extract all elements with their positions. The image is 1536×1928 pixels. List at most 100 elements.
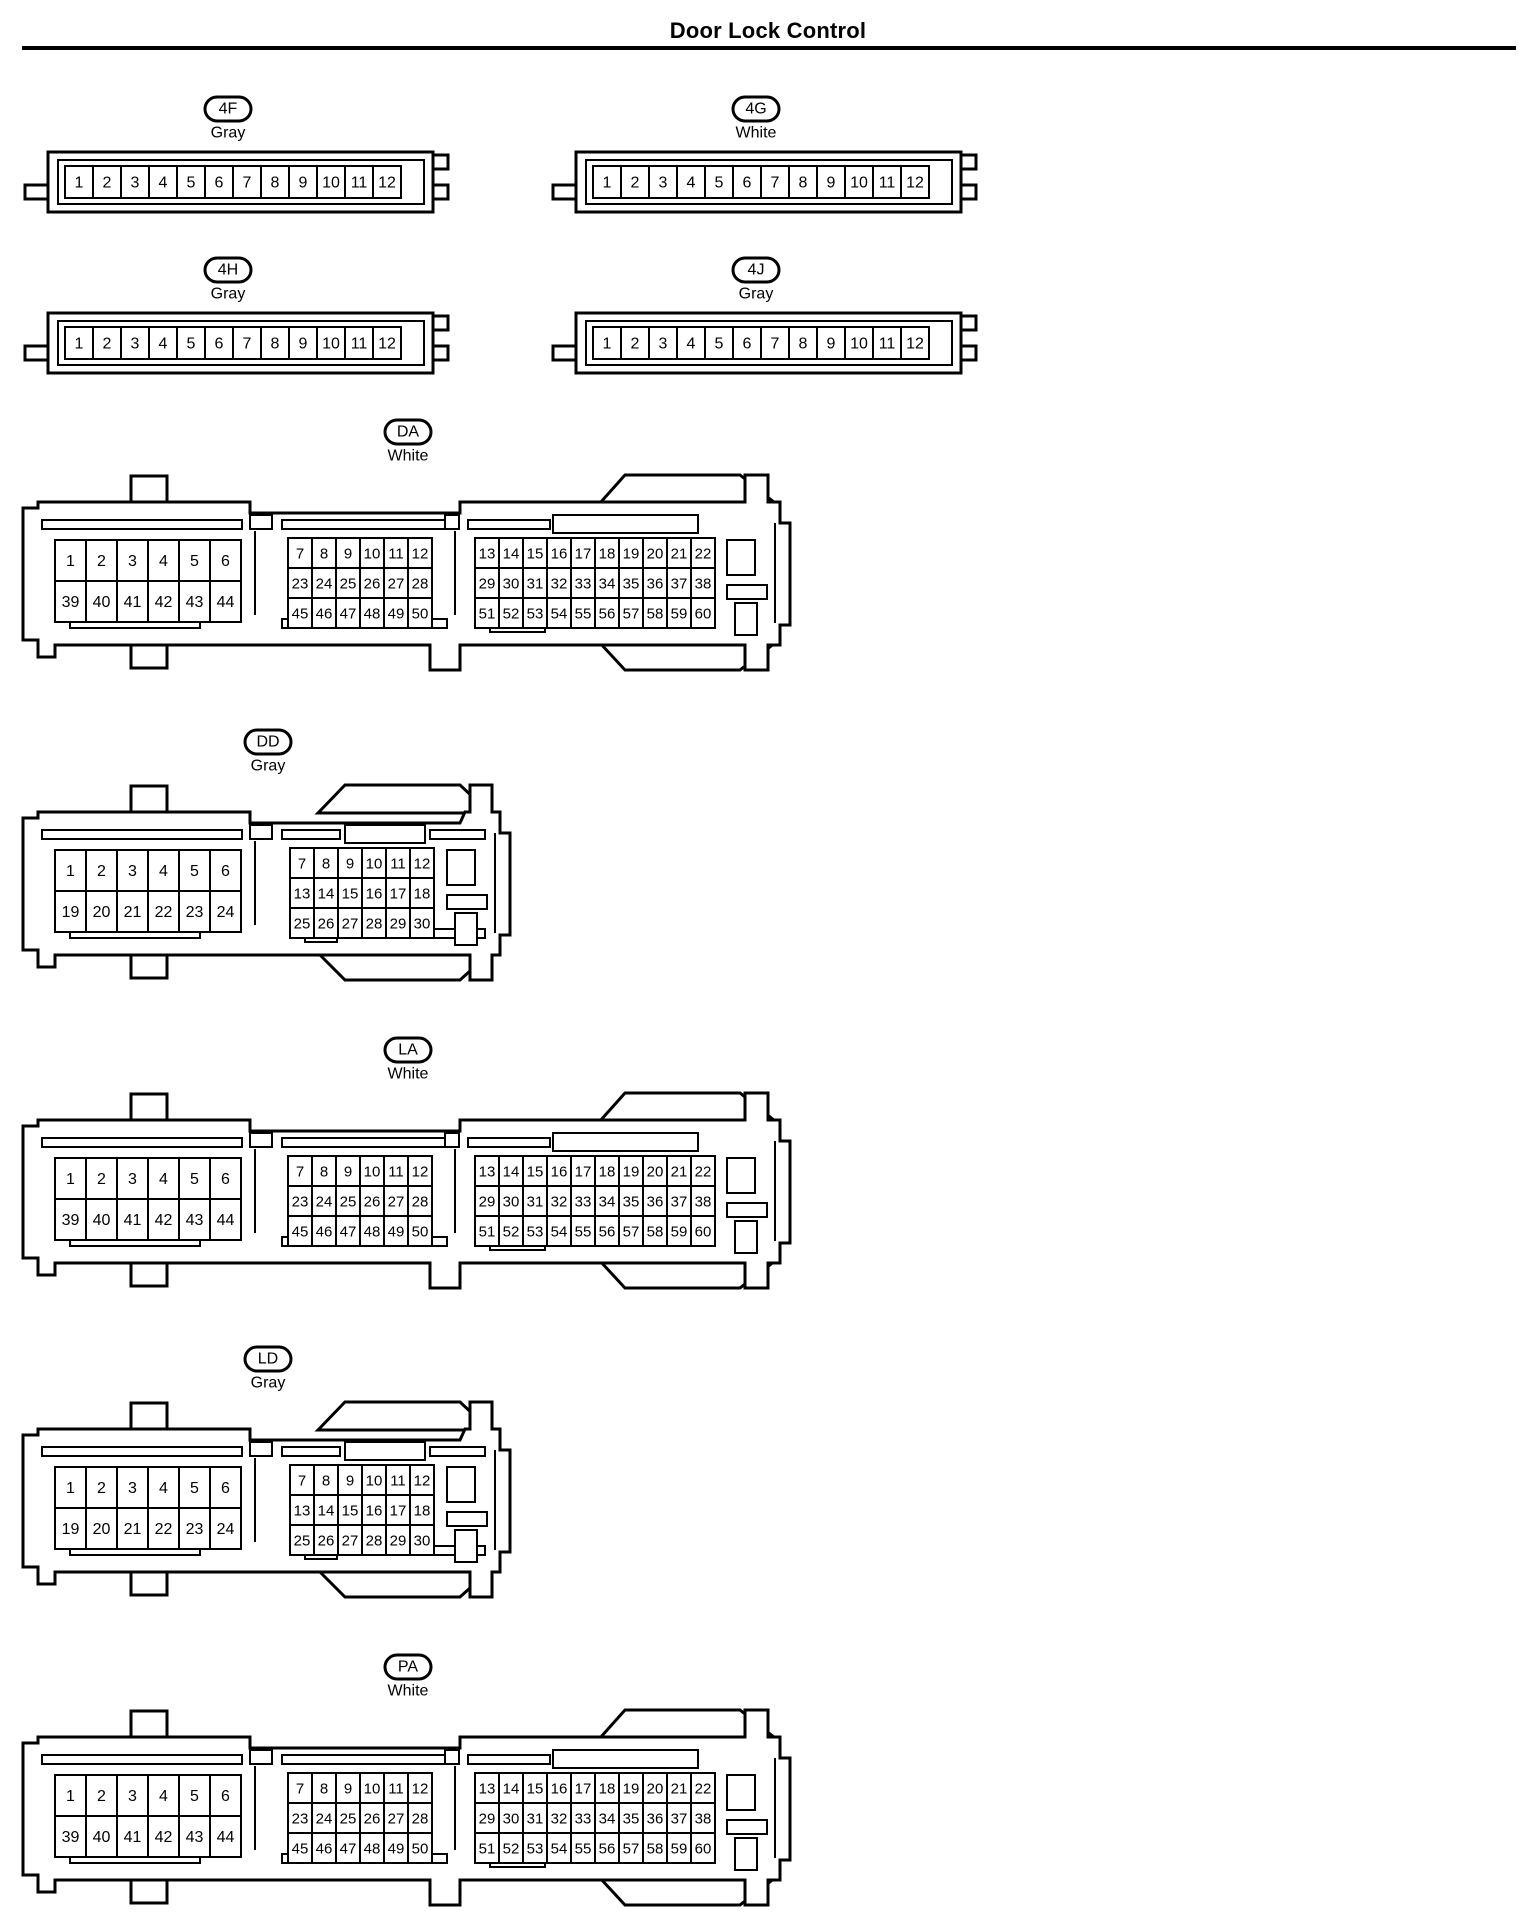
pin-number: 15 [527,546,544,563]
pin-cell [147,1198,180,1241]
pin-cell [407,1185,433,1217]
pin-number: 5 [187,336,196,353]
pin-number: 10 [364,1164,381,1181]
pin-number: 55 [575,1841,592,1858]
pin-number: 28 [412,576,429,593]
pin-cell [642,597,668,629]
pin-cell [361,847,387,879]
pin-number: 2 [631,175,640,192]
pin-number: 58 [647,1841,664,1858]
pin-number: 10 [366,856,383,873]
connector-latch [314,1568,494,1599]
pin-cell [522,1802,548,1834]
connector-id-label: DD [256,734,279,751]
pin-number: 60 [695,1224,712,1241]
pin-number: 3 [131,336,140,353]
pin-cell [287,1832,313,1864]
connector-color-label: Gray [211,286,246,303]
pin-number: 8 [320,1781,328,1798]
pin-number: 30 [503,576,520,593]
pin-cell [666,1185,692,1217]
pin-number: 41 [124,1212,142,1229]
pin-number: 34 [599,576,616,593]
pin-number: 1 [603,336,612,353]
pin-cell [178,1507,211,1550]
pin-number: 6 [221,863,230,880]
pin-number: 31 [527,1811,544,1828]
pin-cell [474,537,500,569]
pin-number: 24 [217,1521,235,1538]
pin-number: 1 [66,1788,75,1805]
pin-number: 14 [318,886,335,903]
pin-number: 9 [346,1473,354,1490]
pin-number: 35 [623,576,640,593]
pin-number: 12 [906,175,924,192]
pin-cell [54,1198,87,1241]
connector-rail [281,1446,341,1457]
pin-cell [690,1215,716,1247]
connector-divider [444,1749,460,1765]
pin-number: 50 [412,1841,429,1858]
pin-cell [54,1157,87,1200]
pin-number: 4 [159,175,168,192]
pin-cell [690,1155,716,1187]
pin-number: 4 [159,863,168,880]
pin-number: 47 [340,1841,357,1858]
pin-number: 9 [344,1164,352,1181]
pin-cell [474,1215,500,1247]
pin-cell [54,890,87,933]
pin-number: 20 [93,1521,111,1538]
connector-id-badge [203,95,253,123]
pin-number: 9 [827,175,836,192]
pin-cell [407,1802,433,1834]
pin-number: 7 [243,336,252,353]
pin-number: 31 [527,1194,544,1211]
pin-cell [92,165,122,199]
connector-rail [344,824,426,844]
pin-cell [407,1772,433,1804]
pin-number: 26 [318,916,335,933]
pin-number: 22 [695,546,712,563]
connector-divider [249,1441,273,1457]
pin-cell [85,1507,118,1550]
pin-cell [116,1157,149,1200]
pin-number: 57 [623,1224,640,1241]
pin-cell [85,1198,118,1241]
pin-cell [335,597,361,629]
pin-cell [344,165,374,199]
pin-number: 47 [340,606,357,623]
pin-number: 19 [623,1164,640,1181]
pin-number: 1 [66,1480,75,1497]
pin-number: 56 [599,1841,616,1858]
pin-cell [760,165,790,199]
pin-cell [474,1155,500,1187]
pin-number: 3 [128,1171,137,1188]
pin-number: 7 [298,1473,306,1490]
pin-number: 27 [388,1811,405,1828]
pin-number: 26 [364,1194,381,1211]
pin-number: 21 [671,1164,688,1181]
pin-cell [642,1772,668,1804]
pin-number: 28 [366,916,383,933]
pin-number: 49 [388,1224,405,1241]
pin-number: 42 [155,594,173,611]
pin-number: 50 [412,606,429,623]
pin-number: 19 [623,1781,640,1798]
connector-rail [467,1754,551,1765]
pin-cell [407,567,433,599]
pin-number: 29 [479,1811,496,1828]
connector-id-label: LD [258,1351,278,1368]
connector-lock [734,1220,758,1254]
connector-key [129,1709,169,1739]
pin-number: 38 [695,1194,712,1211]
connector-id-badge [731,256,781,284]
pin-cell [148,165,178,199]
pin-cell [690,567,716,599]
pin-cell [178,890,211,933]
pin-number: 9 [827,336,836,353]
pin-number: 9 [299,336,308,353]
pin-cell [546,537,572,569]
pin-cell [311,567,337,599]
pin-number: 5 [190,863,199,880]
